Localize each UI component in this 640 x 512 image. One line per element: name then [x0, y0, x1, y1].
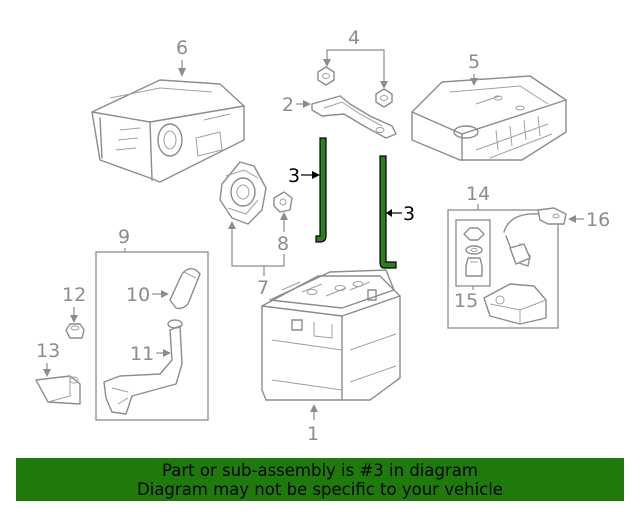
callout-11: 11: [130, 343, 154, 365]
callout-8: 8: [277, 233, 289, 255]
part-15-terminal-clamp: [483, 283, 547, 325]
callout-16: 16: [586, 209, 610, 231]
part-15-terminal-hardware: [463, 227, 485, 277]
arrow-3-right: [386, 209, 392, 217]
arrow-2: [303, 100, 311, 108]
part-12-plug: [65, 323, 85, 339]
status-banner: Part or sub-assembly is #3 in diagram Di…: [16, 458, 624, 501]
part-10-cap: [169, 267, 201, 310]
part-11-vent-tube: [103, 319, 183, 415]
callout-12: 12: [62, 284, 86, 306]
banner-line-2: Diagram may not be specific to your vehi…: [137, 480, 503, 499]
arrow-10: [161, 290, 169, 298]
arrow-4b: [380, 81, 388, 89]
part-3-hold-down-rod-right: [379, 155, 397, 269]
callout-9: 9: [118, 226, 130, 248]
part-5-battery-cover: [411, 75, 567, 161]
callout-7: 7: [257, 277, 269, 299]
callout-10: 10: [126, 284, 150, 306]
arrow-12: [70, 315, 78, 323]
callout-14: 14: [466, 183, 490, 205]
callout-2: 2: [282, 94, 294, 116]
callout-3-left: 3: [288, 165, 300, 187]
arrow-4a: [323, 59, 331, 67]
callout-3-right: 3: [403, 203, 415, 225]
arrow-5: [470, 78, 478, 86]
arrow-11: [163, 349, 171, 357]
part-13-bracket: [35, 375, 81, 405]
arrow-7: [228, 221, 236, 229]
part-4-nuts: [317, 66, 393, 108]
part-2-hold-down-bracket: [311, 95, 397, 139]
callout-6: 6: [176, 37, 188, 59]
arrow-16: [568, 215, 576, 223]
part-7-sensor-bracket: [219, 161, 267, 225]
banner-line-1: Part or sub-assembly is #3 in diagram: [162, 461, 478, 480]
arrow-13: [43, 369, 51, 377]
part-1-battery: [261, 269, 401, 401]
callout-1: 1: [307, 423, 319, 445]
arrow-8: [280, 212, 288, 220]
callout-15: 15: [454, 290, 478, 312]
part-3-hold-down-rod-left: [315, 137, 327, 243]
callout-4: 4: [348, 27, 360, 49]
callout-5: 5: [468, 51, 480, 73]
part-6-battery-tray: [91, 79, 245, 183]
leader-7: [231, 226, 285, 267]
part-8-clip: [273, 191, 293, 213]
arrow-1: [310, 404, 318, 412]
arrow-6: [178, 68, 186, 77]
arrow-3-left: [312, 171, 320, 179]
part-16-battery-cable: [503, 207, 567, 267]
leader-4: [326, 49, 385, 82]
callout-13: 13: [36, 340, 60, 362]
